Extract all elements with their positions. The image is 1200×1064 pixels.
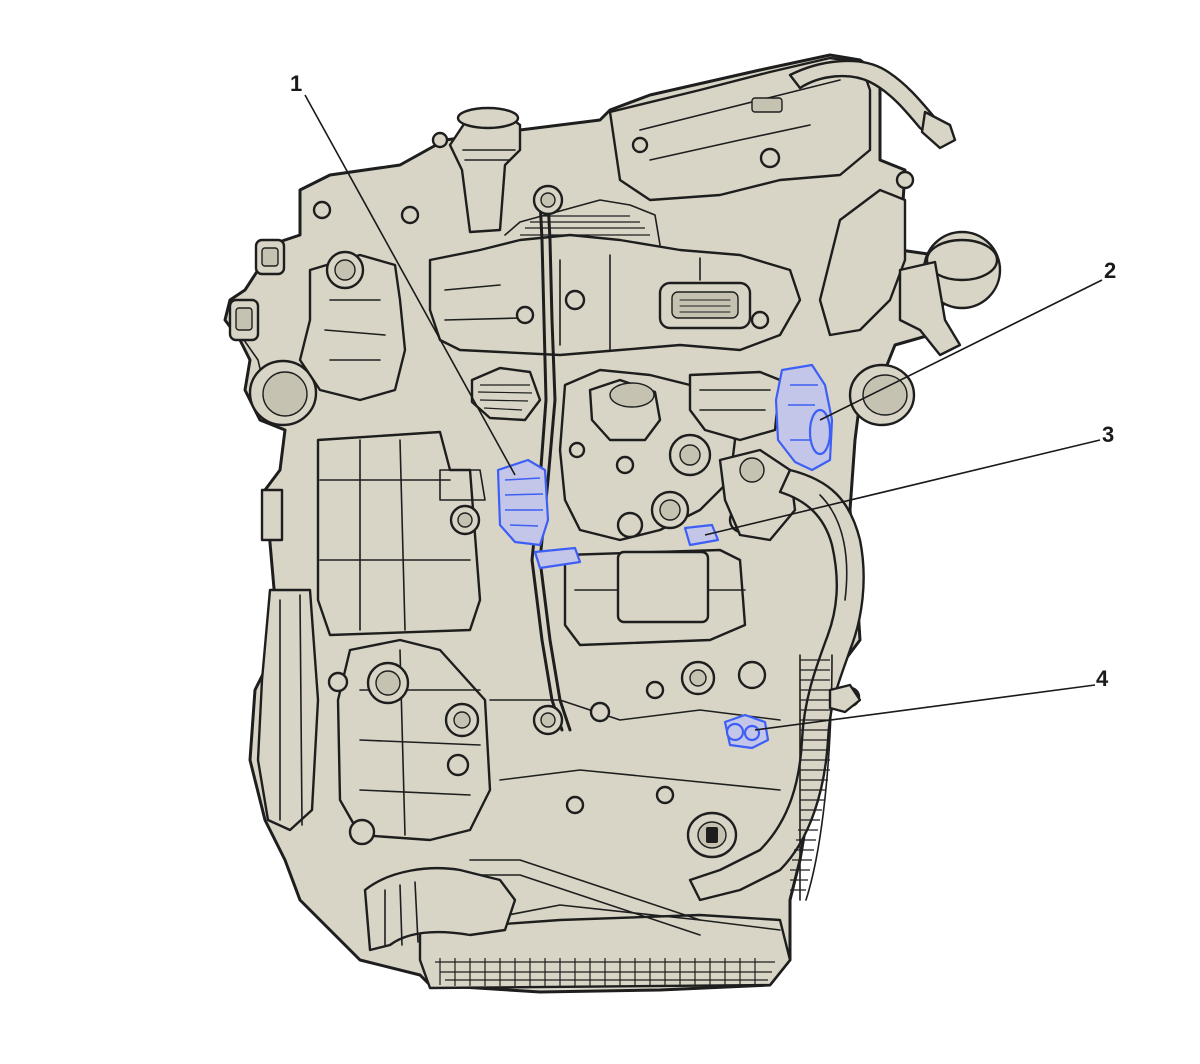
- sensor-2-highlight: [774, 363, 834, 472]
- left-bracket: [260, 488, 284, 542]
- callout-labels: 1 2 3 4: [290, 71, 1116, 691]
- engine-block: [223, 53, 1002, 994]
- highlighted-components: [496, 363, 834, 750]
- callout-3: 3: [1102, 422, 1114, 447]
- upper-ducting: [608, 56, 872, 202]
- wiring-connector: [470, 366, 542, 422]
- egr-block: [688, 370, 782, 442]
- coolant-hose: [688, 468, 865, 902]
- leader-line-4: [754, 684, 1096, 731]
- sensor-3-highlight: [683, 523, 720, 547]
- lower-intake-hose: [363, 867, 517, 952]
- leader-lines: [304, 94, 1103, 731]
- left-pulley: [256, 588, 320, 832]
- throttle-body: [298, 253, 407, 402]
- sensor-4-highlight: [723, 713, 770, 750]
- callout-2: 2: [1104, 258, 1116, 283]
- callout-1: 1: [290, 71, 302, 96]
- leader-line-2: [819, 279, 1103, 421]
- right-pipe-assembly: [818, 188, 907, 337]
- leader-line-3: [704, 439, 1101, 536]
- leader-line-1: [304, 94, 516, 476]
- oil-pan: [418, 913, 792, 990]
- sensor-1-highlight: [496, 458, 582, 570]
- dipstick-tube: [538, 198, 572, 732]
- callout-4: 4: [1096, 666, 1109, 691]
